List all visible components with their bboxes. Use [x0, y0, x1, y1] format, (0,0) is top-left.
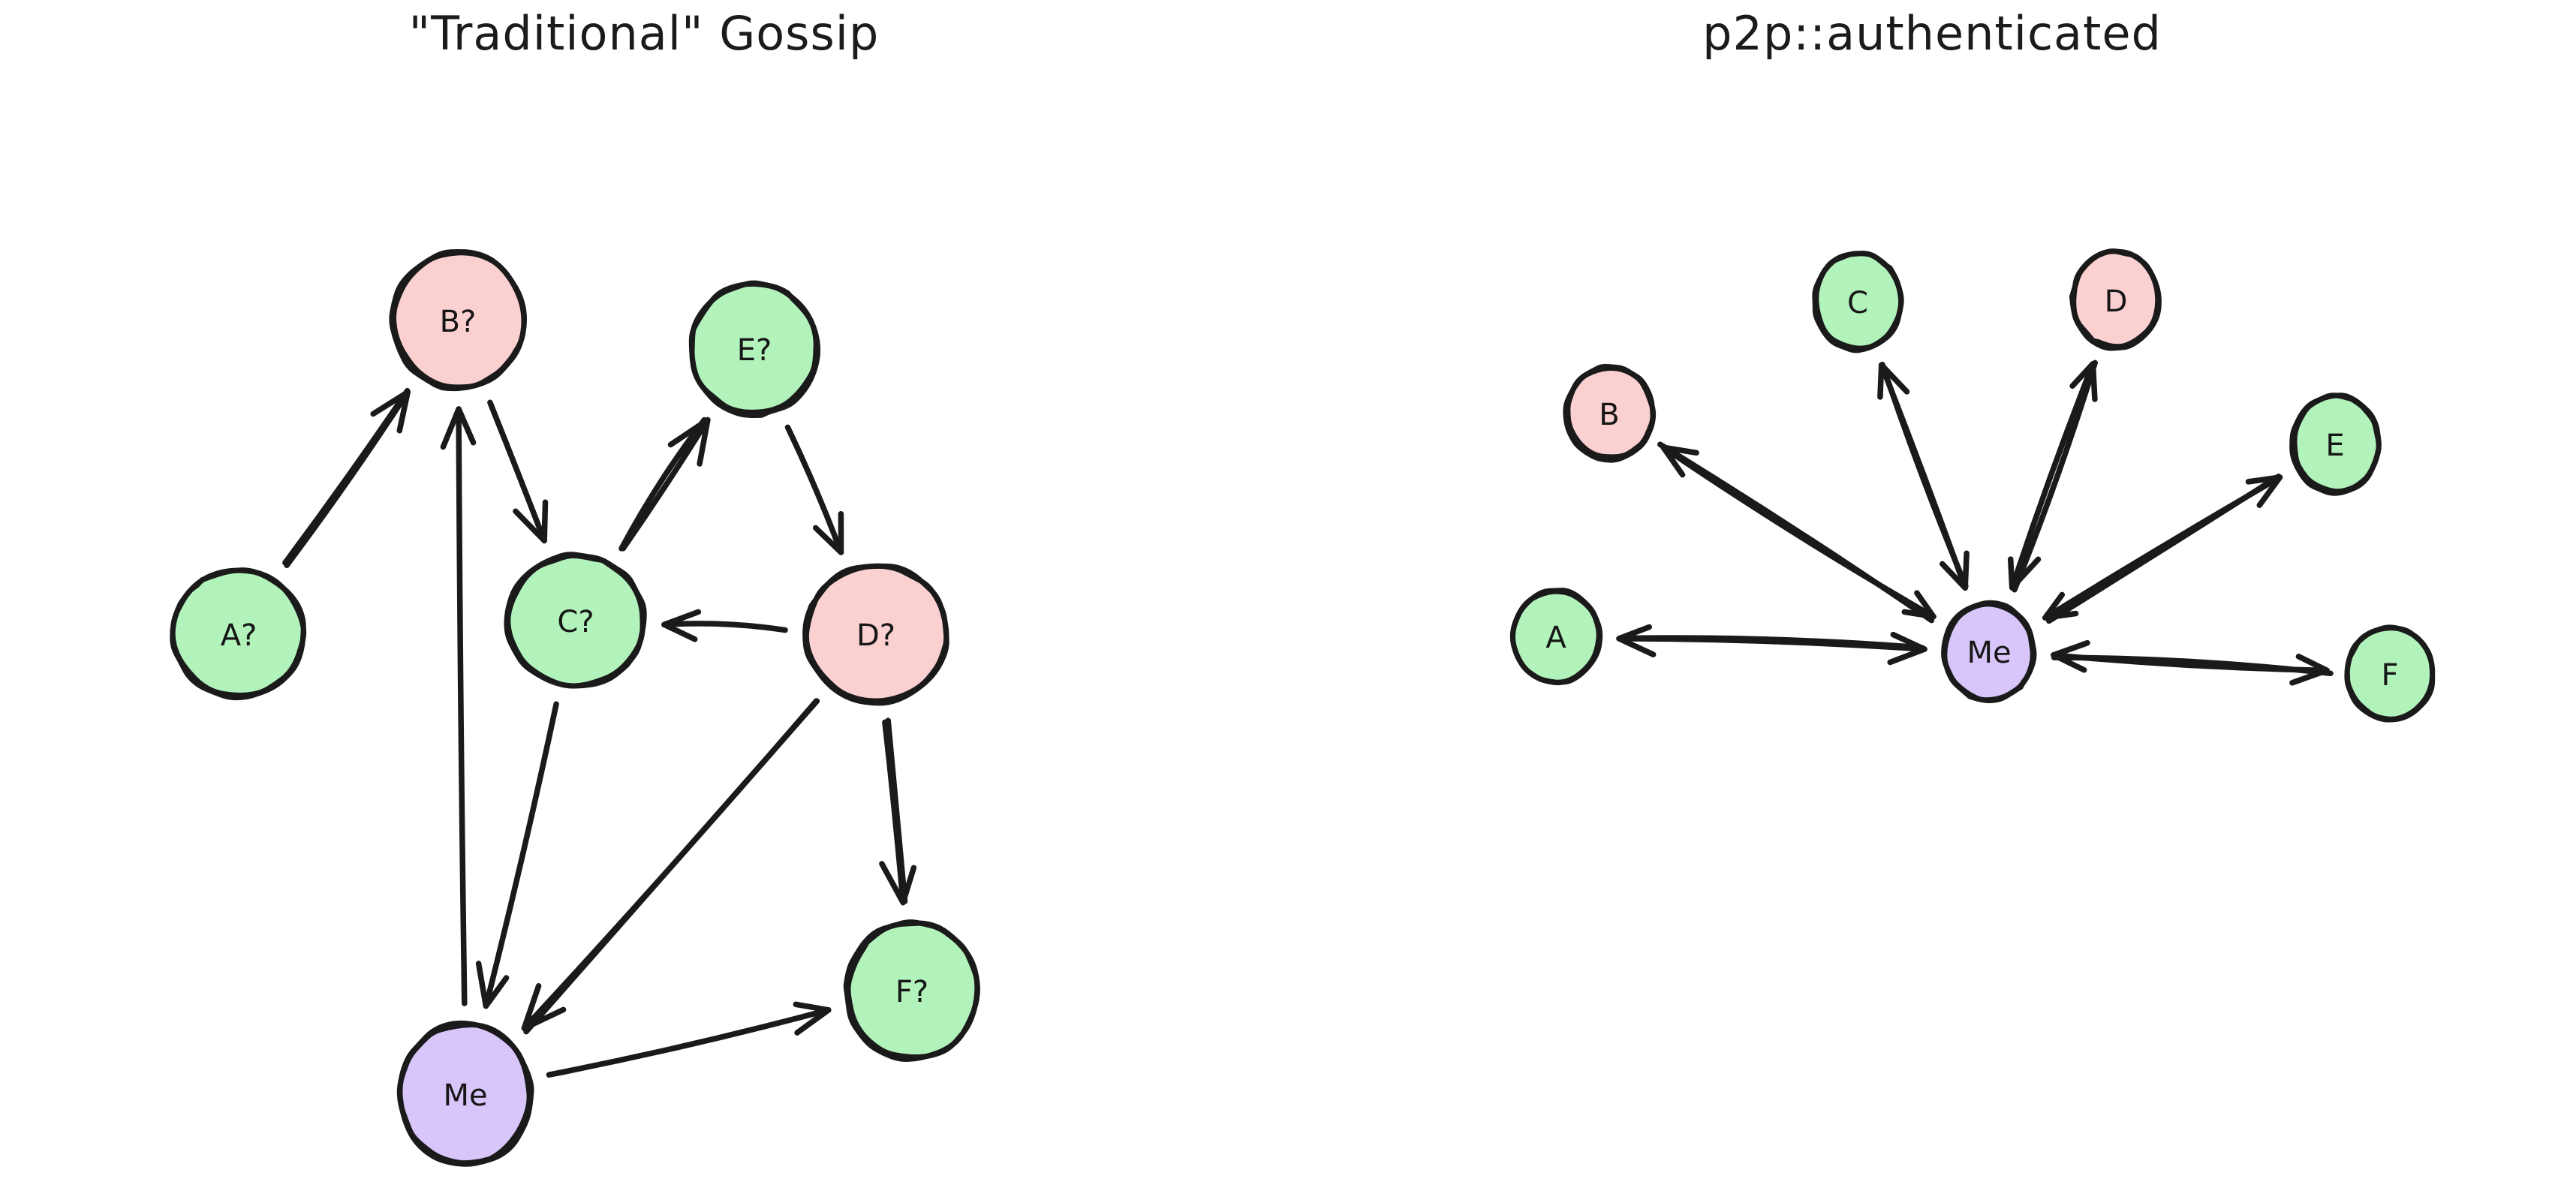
node-fill — [1514, 591, 1598, 681]
node-me[interactable]: Me — [396, 1020, 534, 1167]
edge-me-b — [440, 406, 477, 1006]
node-outline-2 — [1565, 363, 1656, 460]
edge-c-e — [618, 417, 711, 552]
edge-c-me — [475, 701, 559, 1009]
node-fill — [693, 284, 816, 414]
edge-me-d — [2007, 359, 2098, 593]
graph-traditional-gossip: B? E? A? C? D? F? Me — [170, 248, 980, 1167]
edge-b-c — [487, 399, 549, 544]
node-outline-2 — [689, 280, 819, 415]
node-b[interactable]: B — [1563, 363, 1657, 463]
node-outline-2 — [1813, 251, 1904, 351]
edge-d-me — [521, 698, 820, 1035]
node-fill — [2293, 397, 2377, 492]
node-outline-2 — [170, 567, 307, 698]
node-outline-2 — [803, 563, 949, 704]
panel-traditional-gossip: "Traditional" Gossip B? E? A? C? D? F? Me — [170, 6, 980, 1167]
node-me[interactable]: Me — [1941, 600, 2037, 703]
node-fill — [2348, 629, 2432, 719]
node-fill — [509, 556, 643, 684]
edge-d-f — [879, 717, 917, 906]
node-e[interactable]: E? — [688, 280, 821, 418]
node-outline-2 — [2344, 625, 2436, 722]
node-outline-2 — [1942, 601, 2036, 703]
node-fill — [402, 1025, 530, 1164]
node-d[interactable]: D? — [802, 563, 949, 706]
node-b[interactable]: B? — [389, 248, 527, 392]
node-a[interactable]: A — [1509, 588, 1603, 686]
node-fill — [1815, 254, 1900, 349]
graph-p2p-authenticated: B C D E A F Me — [1509, 248, 2436, 723]
node-layer: B C D E A F Me — [1509, 248, 2436, 723]
node-fill — [2073, 253, 2158, 347]
node-c[interactable]: C? — [504, 552, 647, 689]
node-c[interactable]: C — [1812, 251, 1904, 353]
edge-layer — [282, 387, 917, 1078]
panel-title-p2p-authenticated: p2p::authenticated — [1702, 6, 2162, 61]
node-f[interactable]: F — [2344, 624, 2436, 723]
node-fill — [847, 923, 977, 1058]
node-d[interactable]: D — [2069, 248, 2162, 351]
node-fill — [806, 567, 945, 702]
node-fill — [174, 571, 303, 696]
node-fill — [1567, 368, 1651, 459]
node-outline-2 — [845, 920, 980, 1060]
node-outline-2 — [1509, 588, 1602, 686]
node-fill — [1946, 604, 2033, 699]
panel-title-traditional-gossip: "Traditional" Gossip — [408, 6, 880, 61]
edge-layer — [1616, 359, 2334, 686]
edge-me-e — [2042, 474, 2283, 624]
edge-me-f — [546, 1001, 832, 1078]
node-layer: B? E? A? C? D? F? Me — [170, 248, 980, 1167]
edge-a-b — [282, 387, 411, 568]
node-a[interactable]: A? — [170, 567, 307, 701]
node-e[interactable]: E — [2289, 392, 2382, 496]
edge-me-f — [2051, 639, 2334, 686]
edge-e-d — [784, 424, 844, 555]
node-outline-2 — [391, 248, 527, 390]
edge-d-c — [661, 609, 788, 642]
edge-me-a — [1616, 624, 1927, 666]
edge-me-b — [1657, 441, 1937, 624]
node-outline-2 — [505, 552, 646, 689]
node-outline-2 — [2292, 392, 2382, 495]
node-f[interactable]: F? — [843, 919, 980, 1062]
node-outline-2 — [396, 1021, 532, 1166]
edge-me-c — [1877, 362, 1970, 591]
node-fill — [393, 252, 522, 388]
node-outline-2 — [2071, 248, 2161, 350]
